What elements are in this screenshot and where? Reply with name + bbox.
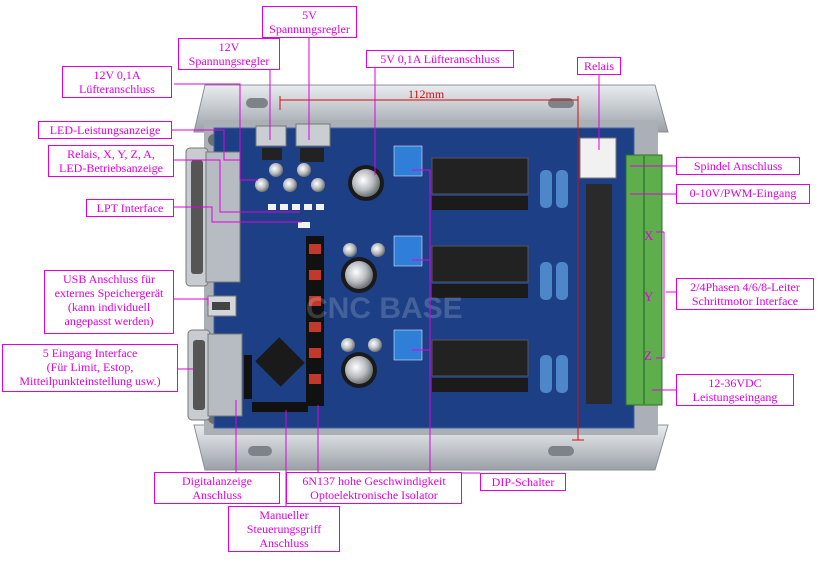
watermark-text: CNC BASE bbox=[306, 292, 463, 325]
label-digital-display: Digitalanzeige Anschluss bbox=[154, 472, 280, 504]
dimension-lines bbox=[279, 96, 584, 441]
label-12v-fan-text: 12V 0,1A Lüfteranschluss bbox=[79, 68, 155, 96]
label-spindle-text: Spindel Anschluss bbox=[693, 159, 783, 173]
label-usb-text: USB Anschluss für externes Speichergerät… bbox=[54, 272, 164, 328]
electrolytic-capacitors bbox=[341, 165, 384, 388]
label-12v-regulator: 12V Spannungsregler bbox=[178, 38, 280, 70]
label-lpt-text: LPT Interface bbox=[96, 201, 164, 215]
label-power-input-text: 12-36VDC Leistungseingang bbox=[692, 376, 778, 404]
label-relay-leds-text: Relais, X, Y, Z, A, LED-Betriebsanzeige bbox=[59, 147, 163, 175]
small-capacitors bbox=[255, 163, 385, 352]
input-db9-connector bbox=[187, 329, 243, 421]
label-relais-text: Relais bbox=[584, 59, 614, 73]
label-5v-fan-text: 5V 0,1A Lüfteranschluss bbox=[380, 52, 500, 66]
label-manual-control: Manueller Steuerungsgriff Anschluss bbox=[228, 506, 340, 552]
axis-z-label: Z bbox=[644, 348, 652, 363]
terminal-block bbox=[625, 154, 663, 406]
label-lpt: LPT Interface bbox=[86, 199, 174, 217]
label-led-power: LED-Leistungsanzeige bbox=[38, 121, 172, 139]
label-optocoupler-text: 6N137 hohe Geschwindigkeit Optoelektroni… bbox=[302, 474, 446, 502]
label-pwm: 0-10V/PWM-Eingang bbox=[676, 184, 810, 204]
label-pwm-text: 0-10V/PWM-Eingang bbox=[689, 186, 797, 200]
label-stepper-text: 2/4Phasen 4/6/8-Leiter Schrittmotor Inte… bbox=[690, 280, 800, 308]
label-input5-text: 5 Eingang Interface (Für Limit, Estop, M… bbox=[19, 346, 161, 388]
label-manual-control-text: Manueller Steuerungsgriff Anschluss bbox=[246, 508, 322, 550]
optocoupler-column bbox=[306, 236, 324, 406]
label-5v-regulator-text: 5V Spannungsregler bbox=[269, 8, 350, 36]
status-leds bbox=[268, 204, 324, 228]
label-power-input: 12-36VDC Leistungseingang bbox=[676, 374, 794, 406]
label-led-power-text: LED-Leistungsanzeige bbox=[49, 123, 161, 137]
relay bbox=[579, 137, 617, 179]
diode-column bbox=[586, 184, 612, 404]
label-spindle: Spindel Anschluss bbox=[676, 157, 800, 175]
dip-switches bbox=[393, 145, 423, 361]
axis-brackets bbox=[656, 231, 665, 359]
label-relay-leds: Relais, X, Y, Z, A, LED-Betriebsanzeige bbox=[48, 145, 174, 177]
label-digital-display-text: Digitalanzeige Anschluss bbox=[182, 474, 252, 502]
label-stepper: 2/4Phasen 4/6/8-Leiter Schrittmotor Inte… bbox=[676, 278, 814, 310]
stepper-driver-ics bbox=[431, 157, 529, 392]
axis-x-label: X bbox=[644, 228, 654, 243]
voltage-regulators bbox=[255, 123, 331, 162]
label-12v-fan: 12V 0,1A Lüfteranschluss bbox=[62, 66, 172, 98]
label-5v-regulator: 5V Spannungsregler bbox=[262, 6, 357, 38]
label-optocoupler: 6N137 hohe Geschwindigkeit Optoelektroni… bbox=[286, 472, 462, 504]
axis-y-label: Y bbox=[644, 289, 654, 304]
label-5v-fan: 5V 0,1A Lüfteranschluss bbox=[366, 50, 514, 68]
lpt-db25-connector bbox=[185, 147, 241, 287]
usb-port bbox=[207, 295, 237, 317]
label-relais: Relais bbox=[577, 57, 621, 75]
label-dip-switch-text: DIP-Schalter bbox=[491, 475, 555, 489]
label-dip-switch: DIP-Schalter bbox=[480, 473, 566, 491]
sense-resistors bbox=[540, 170, 568, 393]
dimension-label: 112mm bbox=[408, 87, 445, 101]
label-12v-regulator-text: 12V Spannungsregler bbox=[188, 40, 270, 68]
label-usb: USB Anschluss für externes Speichergerät… bbox=[44, 270, 174, 334]
label-input5: 5 Eingang Interface (Für Limit, Estop, M… bbox=[2, 344, 178, 392]
microcontroller bbox=[244, 337, 308, 412]
